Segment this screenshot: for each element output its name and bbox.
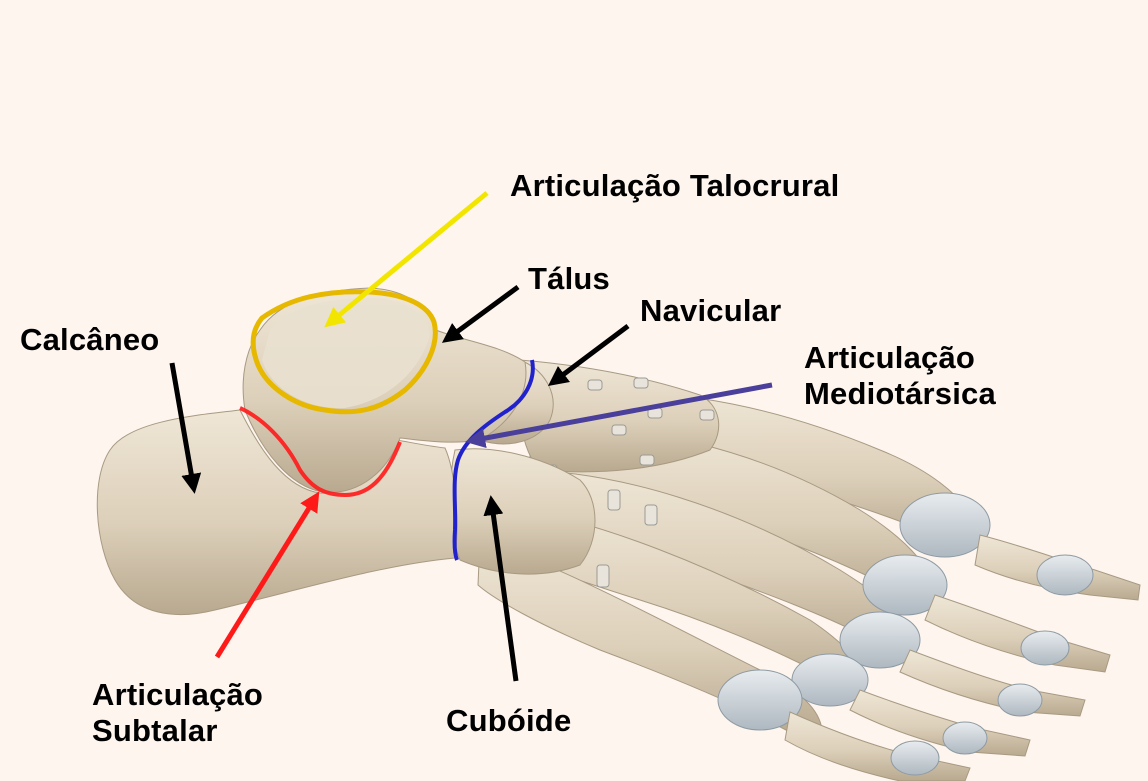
label-subtalar-line1: Articulação — [92, 677, 263, 713]
label-midtarsal-line1: Articulação — [804, 340, 996, 376]
label-talus: Tálus — [528, 261, 610, 297]
talus-arrow — [450, 287, 518, 337]
label-cuboid: Cubóide — [446, 703, 571, 739]
label-calcaneus: Calcâneo — [20, 322, 159, 358]
label-midtarsal-line2: Mediotársica — [804, 376, 996, 412]
label-subtalar-line2: Subtalar — [92, 713, 263, 749]
label-talocrural: Articulação Talocrural — [510, 168, 839, 204]
label-navicular: Navicular — [640, 293, 781, 329]
label-midtarsal: Articulação Mediotársica — [804, 340, 996, 412]
label-subtalar: Articulação Subtalar — [92, 677, 263, 749]
